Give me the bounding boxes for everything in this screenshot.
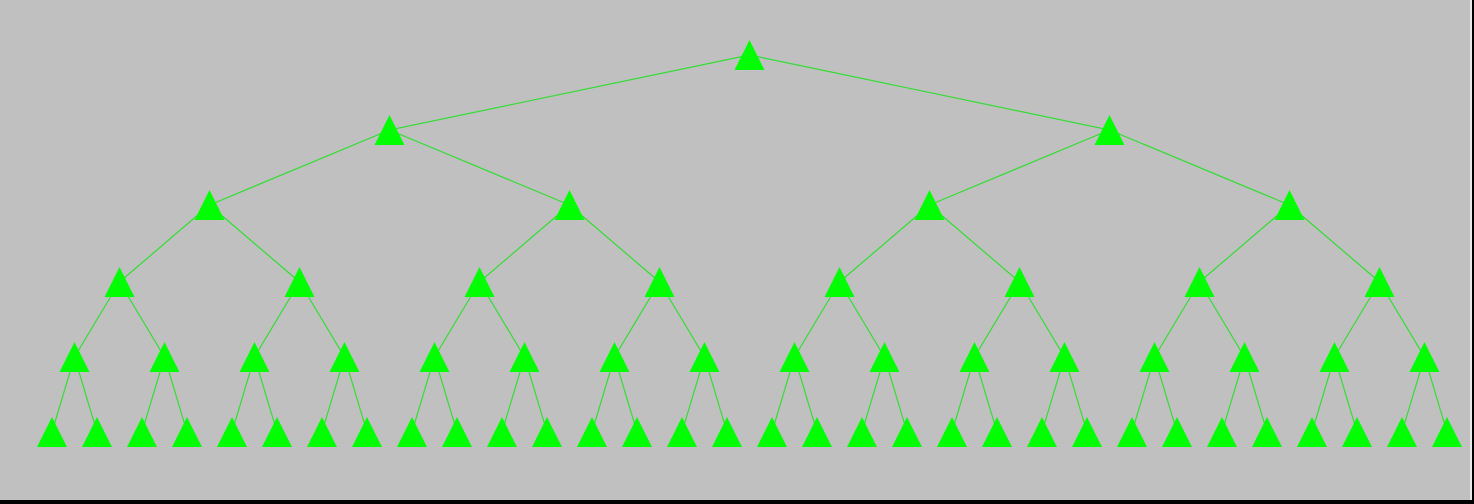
leaf-node-triangle-icon [397, 417, 427, 447]
tree-node-triangle-icon [1049, 342, 1080, 372]
leaf-node-triangle-icon [1387, 417, 1417, 447]
tree-node-triangle-icon [194, 190, 225, 220]
tree-node-triangle-icon [1229, 342, 1260, 372]
leaf-node-triangle-icon [487, 417, 517, 447]
tree-edge [389, 129, 570, 206]
leaf-node-triangle-icon [217, 417, 247, 447]
leaf-node-triangle-icon [622, 417, 652, 447]
tree-edge [929, 129, 1110, 206]
leaf-node-triangle-icon [442, 417, 472, 447]
leaf-node-triangle-icon [307, 417, 337, 447]
tree-node-triangle-icon [779, 342, 810, 372]
leaf-node-triangle-icon [1297, 417, 1327, 447]
tree-node-triangle-icon [374, 115, 405, 145]
tree-node-triangle-icon [1274, 190, 1305, 220]
tree-node-triangle-icon [1094, 115, 1125, 145]
tree-node-triangle-icon [284, 267, 315, 297]
tree-node-triangle-icon [599, 342, 630, 372]
leaf-node-triangle-icon [82, 417, 112, 447]
tree-edge [839, 204, 930, 283]
tree-node-triangle-icon [464, 267, 495, 297]
tree-edge [209, 204, 300, 283]
leaf-node-triangle-icon [937, 417, 967, 447]
leaf-node-triangle-icon [1117, 417, 1147, 447]
tree-edge [479, 204, 570, 283]
tree-node-triangle-icon [329, 342, 360, 372]
tree-node-triangle-icon [689, 342, 720, 372]
leaf-node-triangle-icon [172, 417, 202, 447]
leaf-node-triangle-icon [667, 417, 697, 447]
tree-node-triangle-icon [509, 342, 540, 372]
leaf-node-triangle-icon [1072, 417, 1102, 447]
leaf-node-triangle-icon [127, 417, 157, 447]
leaf-node-triangle-icon [352, 417, 382, 447]
tree-node-triangle-icon [1184, 267, 1215, 297]
tree-node-triangle-icon [1319, 342, 1350, 372]
tree-node-triangle-icon [1364, 267, 1395, 297]
leaf-node-triangle-icon [1252, 417, 1282, 447]
tree-node-triangle-icon [239, 342, 270, 372]
tree-nodes [37, 40, 1462, 447]
leaf-node-triangle-icon [262, 417, 292, 447]
tree-node-triangle-icon [914, 190, 945, 220]
tree-node-triangle-icon [1004, 267, 1035, 297]
tree-edge [209, 129, 390, 206]
tree-node-triangle-icon [824, 267, 855, 297]
tree-edge [1289, 204, 1380, 283]
tree-edge [1199, 204, 1290, 283]
tree-node-triangle-icon [554, 190, 585, 220]
tree-edge [389, 54, 750, 131]
tree-edge [119, 204, 210, 283]
leaf-node-triangle-icon [712, 417, 742, 447]
leaf-node-triangle-icon [1342, 417, 1372, 447]
leaf-node-triangle-icon [532, 417, 562, 447]
leaf-node-triangle-icon [802, 417, 832, 447]
leaf-node-triangle-icon [577, 417, 607, 447]
tree-edge [1109, 129, 1290, 206]
tree-node-triangle-icon [104, 267, 135, 297]
leaf-node-triangle-icon [1432, 417, 1462, 447]
tree-node-triangle-icon [644, 267, 675, 297]
tree-node-triangle-icon [869, 342, 900, 372]
tree-node-triangle-icon [419, 342, 450, 372]
tree-node-triangle-icon [959, 342, 990, 372]
leaf-node-triangle-icon [1207, 417, 1237, 447]
tree-node-triangle-icon [149, 342, 180, 372]
leaf-node-triangle-icon [982, 417, 1012, 447]
leaf-node-triangle-icon [1162, 417, 1192, 447]
leaf-node-triangle-icon [37, 417, 67, 447]
tree-edge [929, 204, 1020, 283]
tree-node-triangle-icon [59, 342, 90, 372]
leaf-node-triangle-icon [757, 417, 787, 447]
tree-edge [569, 204, 660, 283]
tree-edges [51, 54, 1448, 433]
tree-node-triangle-icon [1139, 342, 1170, 372]
tree-node-triangle-icon [734, 40, 765, 70]
tree-edge [749, 54, 1110, 131]
leaf-node-triangle-icon [892, 417, 922, 447]
leaf-node-triangle-icon [1027, 417, 1057, 447]
leaf-node-triangle-icon [847, 417, 877, 447]
tree-node-triangle-icon [1409, 342, 1440, 372]
